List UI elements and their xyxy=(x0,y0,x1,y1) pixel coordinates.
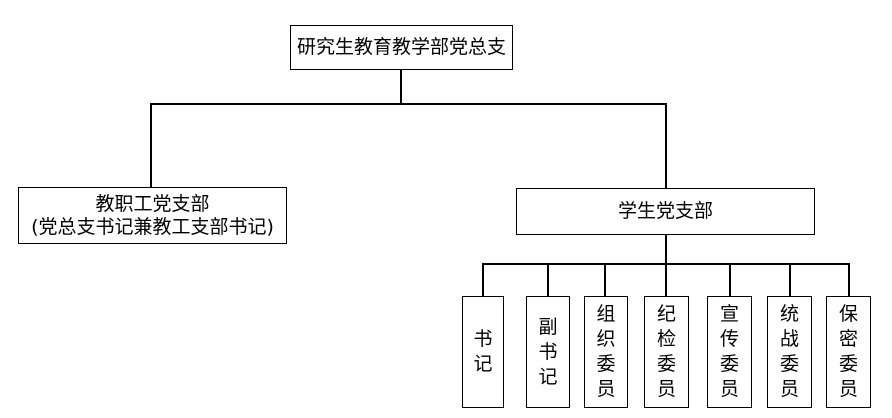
leaf-char: 检 xyxy=(656,328,676,350)
connector-leaf-6 xyxy=(789,263,791,297)
leaf-secretary: 书记 xyxy=(462,296,504,408)
leaf-char: 员 xyxy=(719,378,739,400)
leaf-label: 纪检委员 xyxy=(645,297,688,407)
leaf-char: 密 xyxy=(838,328,858,350)
leaf-char: 员 xyxy=(596,378,616,400)
leaf-char: 记 xyxy=(538,365,558,388)
leaf-label: 副书记 xyxy=(527,297,569,407)
connector-left-branch xyxy=(150,103,152,188)
leaf-char: 委 xyxy=(719,353,739,375)
node-student-branch-label: 学生党支部 xyxy=(617,200,713,223)
leaf-char: 统 xyxy=(779,303,799,325)
leaf-label: 书记 xyxy=(463,297,503,407)
leaf-label: 统战委员 xyxy=(768,297,811,407)
leaf-char: 员 xyxy=(779,378,799,400)
node-general-branch: 研究生教育教学部党总支 xyxy=(290,25,513,70)
leaf-char: 传 xyxy=(719,328,739,350)
node-staff-branch-note: (党总支书记兼教工支部书记) xyxy=(31,215,274,238)
leaf-char: 宣 xyxy=(719,303,739,325)
node-staff-branch: 教职工党支部 (党总支书记兼教工支部书记) xyxy=(18,187,287,244)
node-general-branch-label: 研究生教育教学部党总支 xyxy=(296,36,506,59)
connector-right-branch xyxy=(665,103,667,188)
leaf-char: 纪 xyxy=(656,303,676,325)
leaf-label: 宣传委员 xyxy=(708,297,751,407)
leaf-char: 员 xyxy=(656,378,676,400)
leaf-deputy-secretary: 副书记 xyxy=(526,296,570,408)
leaf-char: 记 xyxy=(473,353,493,375)
leaf-char: 书 xyxy=(473,328,493,350)
connector-student-down xyxy=(665,234,667,264)
leaf-label: 保密委员 xyxy=(827,297,870,407)
node-staff-branch-title: 教职工党支部 xyxy=(95,192,210,215)
leaf-char: 员 xyxy=(838,378,858,400)
connector-leaf-5 xyxy=(729,263,731,297)
leaf-char: 织 xyxy=(596,328,616,350)
leaf-security-member: 保密委员 xyxy=(826,296,871,408)
leaf-char: 委 xyxy=(779,353,799,375)
leaf-char: 委 xyxy=(596,353,616,375)
leaf-char: 委 xyxy=(656,353,676,375)
leaf-united-front-member: 统战委员 xyxy=(767,296,812,408)
leaf-char: 委 xyxy=(838,353,858,375)
connector-leaf-2 xyxy=(547,263,549,297)
leaf-char: 战 xyxy=(779,328,799,350)
leaf-publicity-member: 宣传委员 xyxy=(707,296,752,408)
connector-top-down xyxy=(400,69,402,104)
connector-leaf-3 xyxy=(604,263,606,297)
leaf-discipline-member: 纪检委员 xyxy=(644,296,689,408)
leaf-char: 副 xyxy=(538,315,558,338)
leaf-organization-member: 组织委员 xyxy=(584,296,628,408)
leaf-char: 保 xyxy=(838,303,858,325)
connector-top-horizontal xyxy=(150,103,667,105)
connector-leaf-1 xyxy=(482,263,484,297)
leaf-char: 组 xyxy=(596,303,616,325)
connector-leaf-7 xyxy=(848,263,850,297)
connector-leaf-4 xyxy=(665,263,667,297)
node-student-branch: 学生党支部 xyxy=(516,188,815,235)
leaf-label: 组织委员 xyxy=(585,297,627,407)
leaf-char: 书 xyxy=(538,340,558,363)
